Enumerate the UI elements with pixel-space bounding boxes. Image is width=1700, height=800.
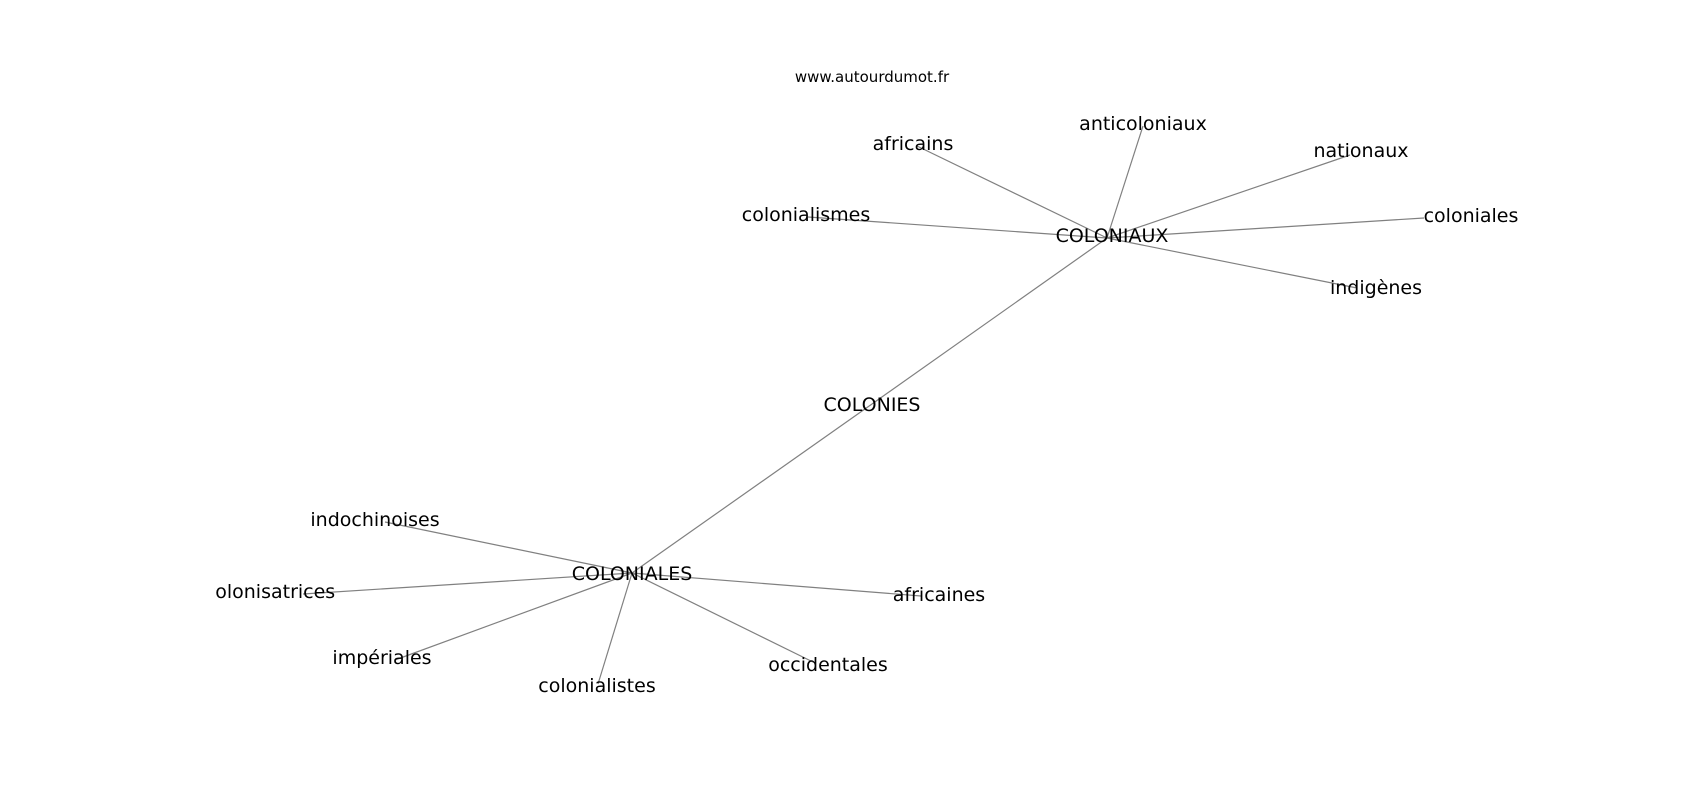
node-anticoloniaux: anticoloniaux xyxy=(1079,113,1207,135)
node-colonies: COLONIES xyxy=(824,394,921,416)
node-africaines: africaines xyxy=(893,584,985,606)
left-margin xyxy=(0,0,214,800)
edge-colonies-coloniales_hub xyxy=(631,403,873,574)
node-indigenes: indigènes xyxy=(1330,277,1422,299)
node-colonialistes: colonialistes xyxy=(538,675,655,697)
edge-colonies-coloniaux xyxy=(871,237,1108,405)
edge-coloniales_hub-africaines xyxy=(631,572,922,597)
node-imperiales: impériales xyxy=(332,647,431,669)
node-indochinoises: indochinoises xyxy=(310,509,439,531)
edge-coloniales_hub-imperiales xyxy=(394,572,633,661)
node-colonialismes: colonialismes xyxy=(742,204,871,226)
edge-coloniales_hub-indochinoises xyxy=(384,521,633,574)
node-colonisatrices: colonisatrices xyxy=(205,581,335,603)
node-coloniaux: COLONIAUX xyxy=(1056,225,1169,247)
node-coloniales-hub: COLONIALES xyxy=(572,563,693,585)
edge-coloniaux-coloniales_leaf xyxy=(1106,217,1425,239)
node-occidentales: occidentales xyxy=(768,654,888,676)
edge-coloniaux-colonialismes xyxy=(807,216,1108,239)
edge-coloniales_hub-colonialistes xyxy=(597,572,633,685)
site-watermark: www.autourdumot.fr xyxy=(795,68,950,86)
node-coloniales-leaf: coloniales xyxy=(1424,205,1519,227)
edge-coloniaux-africains xyxy=(916,145,1108,239)
node-africains: africains xyxy=(873,133,954,155)
edge-coloniales_hub-occidentales xyxy=(631,572,816,664)
graph-edges xyxy=(302,125,1425,685)
node-nationaux: nationaux xyxy=(1313,140,1408,162)
edge-coloniaux-indigenes xyxy=(1106,237,1358,289)
edge-coloniaux-nationaux xyxy=(1106,154,1351,239)
graph-nodes: COLONIES COLONIAUX COLONIALES africains anti… xyxy=(205,113,1519,697)
edge-coloniaux-anticoloniaux xyxy=(1106,125,1144,239)
edge-coloniales_hub-colonisatrices xyxy=(302,572,633,595)
